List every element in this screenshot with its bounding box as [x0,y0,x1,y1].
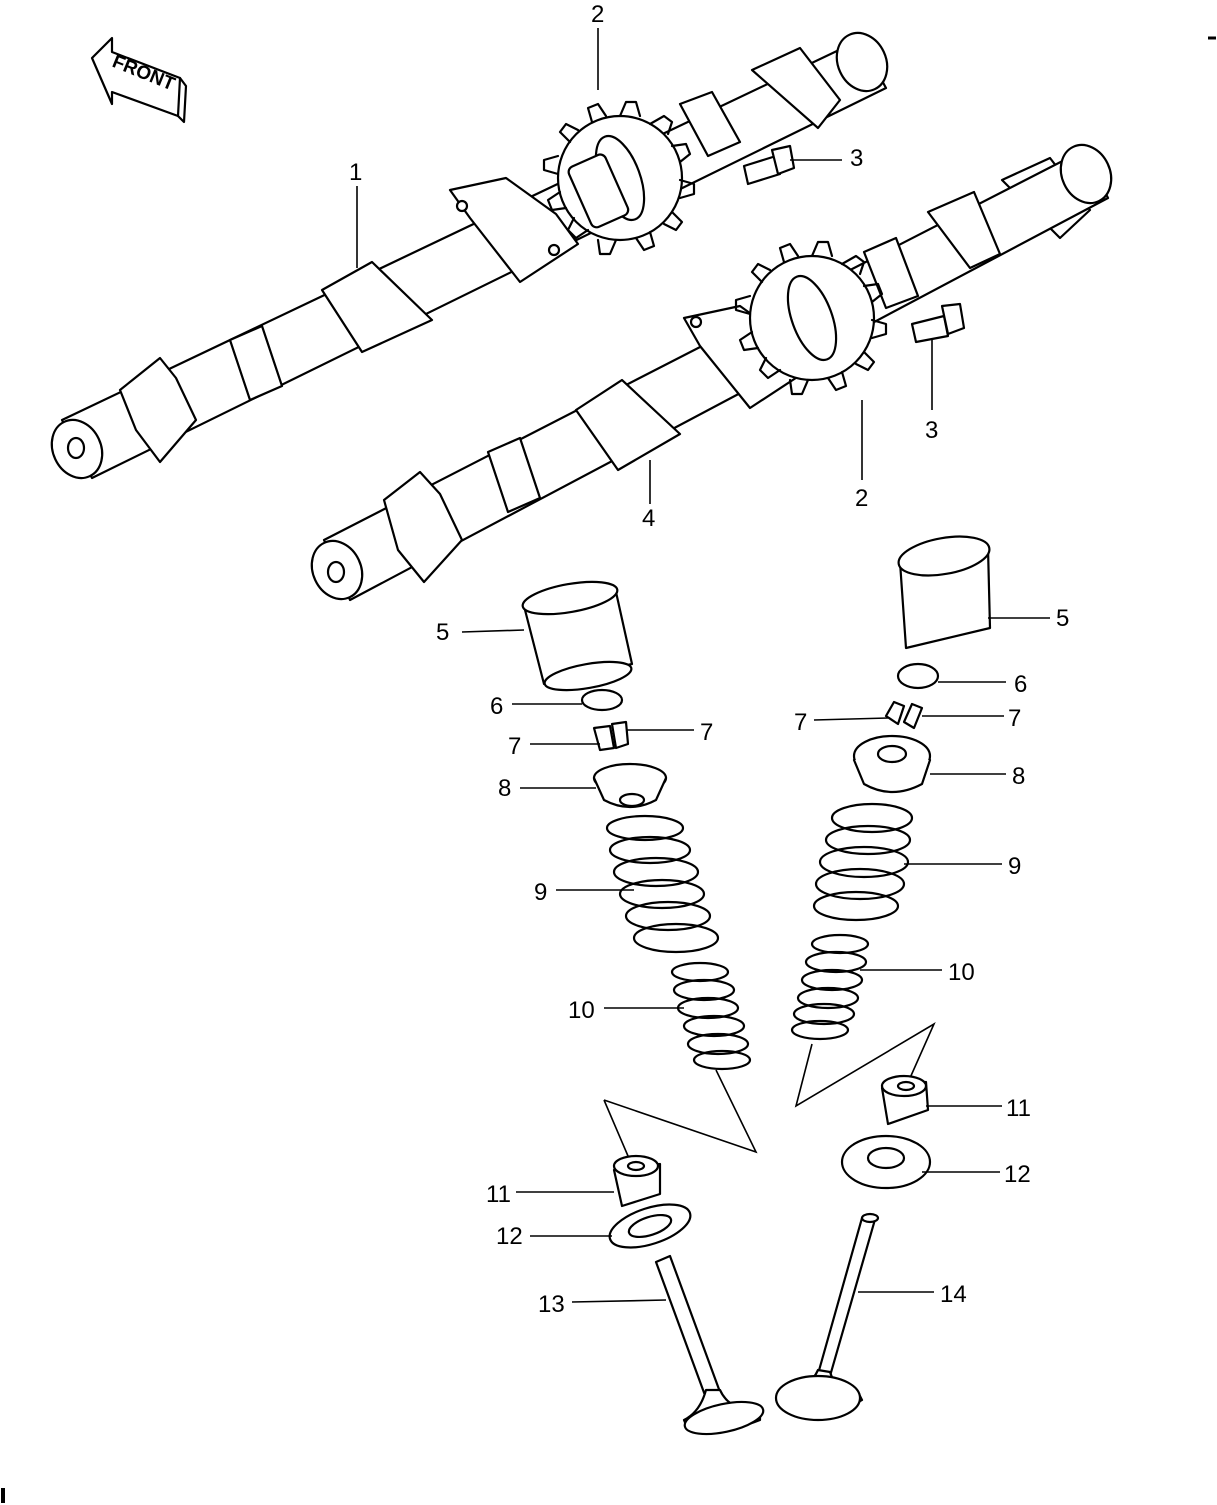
inner-valve-spring-left [670,961,752,1071]
assembly-indicator-left [603,1069,758,1157]
valve-stem-seal-right [880,1074,930,1126]
valve-keepers-left [592,720,630,752]
callout-3-lower: 3 [925,417,938,444]
callout-9-left: 9 [534,879,547,906]
assembly-indicator-right [794,1022,936,1108]
callout-12-right: 12 [1004,1161,1031,1188]
callout-11-left: 11 [486,1181,511,1208]
callout-7-left-b: 7 [700,719,713,746]
outer-valve-spring-right [812,802,914,922]
callout-5-left: 5 [436,619,449,646]
callout-13: 13 [538,1291,565,1318]
spring-seat-left [608,1203,692,1249]
callout-7-right-b: 7 [1008,705,1021,732]
valve-stem-seal-left [612,1154,662,1208]
spring-retainer-left [592,762,668,809]
valve-lifter-left [521,580,634,692]
callout-6-right: 6 [1014,671,1027,698]
callout-2-upper: 2 [591,1,604,28]
cam-sprocket-upper [542,100,696,256]
spring-seat-right [840,1134,932,1190]
callout-10-left: 10 [568,997,595,1024]
callout-8-left: 8 [498,775,511,802]
callout-3-upper: 3 [850,145,863,172]
leader-lines [356,28,1050,1303]
callout-11-right: 11 [1006,1095,1031,1122]
callout-5-right: 5 [1056,605,1069,632]
shim-left [580,688,624,712]
callout-7-left-a: 7 [508,733,521,760]
spring-retainer-right [852,734,932,794]
sprocket-bolt-upper [742,144,796,186]
callout-14: 14 [940,1281,967,1308]
callout-8-right: 8 [1012,763,1025,790]
callout-4: 4 [642,505,655,532]
callout-9-right: 9 [1008,853,1021,880]
intake-valve [774,1212,880,1422]
callout-2-lower: 2 [855,485,868,512]
exhaust-valve [654,1254,765,1436]
callout-12-left: 12 [496,1223,523,1250]
valve-lifter-right [897,535,992,650]
inner-valve-spring-right [790,933,870,1041]
callout-10-right: 10 [948,959,975,986]
callout-1: 1 [349,159,362,186]
outer-valve-spring-left [605,814,720,954]
callout-6-left: 6 [490,693,503,720]
front-direction-arrow: FRONT [90,36,188,124]
camshaft-lower [310,143,1113,602]
callout-7-right-a: 7 [794,709,807,736]
callout-labels: 1 2 2 3 3 4 5 5 6 6 7 7 7 7 8 8 9 9 10 1… [349,1,1069,1318]
shim-right [896,662,940,690]
sprocket-bolt-lower [910,302,966,344]
valve-keepers-right [884,700,924,730]
